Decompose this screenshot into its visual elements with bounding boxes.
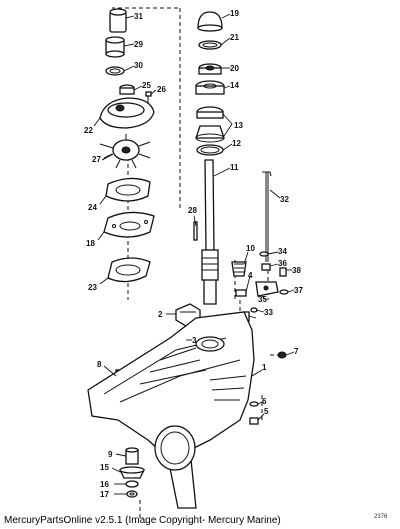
callout-4: 4 — [248, 271, 253, 280]
callout-27: 27 — [92, 155, 101, 164]
callout-24: 24 — [88, 203, 97, 212]
callout-labels: 31 29 30 25 26 22 27 24 18 23 19 21 20 1… — [84, 9, 303, 499]
part-37-bolt — [279, 289, 289, 295]
callout-25: 25 — [142, 81, 151, 90]
callout-8: 8 — [97, 360, 102, 369]
part-1-gear-housing — [87, 311, 255, 509]
callout-29: 29 — [134, 40, 143, 49]
callout-9: 9 — [108, 450, 113, 459]
part-36-nut — [261, 263, 271, 271]
copyright-footer: MercuryPartsOnline v2.5.1 (Image Copyrig… — [4, 515, 281, 526]
callout-35: 35 — [258, 295, 267, 304]
callout-10: 10 — [246, 244, 255, 253]
part-31-sleeve — [109, 8, 127, 33]
part-30-oring — [105, 66, 125, 76]
part-12-shim — [196, 144, 224, 156]
part-27-impeller — [99, 134, 151, 169]
part-23-gasket — [107, 257, 151, 283]
part-5-screw — [249, 417, 259, 425]
part-17-nut — [126, 490, 138, 498]
part-29-bushing — [105, 36, 125, 58]
part-20-bearing — [198, 63, 222, 75]
callout-19: 19 — [230, 9, 239, 18]
callout-31: 31 — [134, 12, 143, 21]
part-22-water-pump-body — [99, 97, 155, 129]
callout-7: 7 — [294, 347, 299, 356]
callout-11: 11 — [230, 163, 239, 172]
callout-20: 20 — [230, 64, 239, 73]
part-15-cap — [118, 466, 146, 479]
part-38-screw — [279, 267, 287, 277]
callout-1: 1 — [262, 363, 267, 372]
callout-21: 21 — [230, 33, 239, 42]
part-14-seal — [195, 80, 225, 95]
callout-5: 5 — [264, 407, 269, 416]
callout-33: 33 — [264, 308, 273, 317]
part-21-ring — [198, 40, 222, 50]
callout-36: 36 — [278, 259, 287, 268]
part-6-washer — [249, 401, 259, 407]
part-10-pinion-gear — [231, 261, 247, 277]
callout-34: 34 — [278, 247, 287, 256]
callout-16: 16 — [100, 480, 109, 489]
callout-37: 37 — [294, 286, 303, 295]
callout-26: 26 — [157, 85, 166, 94]
part-19-cap — [197, 11, 223, 32]
callout-14: 14 — [230, 81, 239, 90]
callout-13: 13 — [234, 121, 243, 130]
part-32-shift-rod — [262, 171, 272, 262]
callout-23: 23 — [88, 283, 97, 292]
callout-15: 15 — [100, 463, 109, 472]
leader-lines — [93, 13, 295, 495]
part-11-drive-shaft — [201, 159, 219, 305]
part-7-plug — [277, 351, 287, 359]
part-35-cam — [255, 281, 279, 297]
callout-2: 2 — [158, 310, 163, 319]
part-13-bearing-set — [195, 106, 225, 143]
callout-30: 30 — [134, 61, 143, 70]
callout-38: 38 — [292, 266, 301, 275]
callout-28: 28 — [188, 206, 197, 215]
callout-17: 17 — [100, 490, 109, 499]
callout-22: 22 — [84, 126, 93, 135]
callout-6: 6 — [262, 397, 267, 406]
callout-12: 12 — [232, 139, 241, 148]
callout-3: 3 — [192, 336, 197, 345]
part-34-washer — [259, 251, 269, 257]
part-9-bushing — [125, 447, 139, 465]
callout-32: 32 — [280, 195, 289, 204]
part-25-seal — [119, 84, 135, 95]
part-4-nut — [235, 289, 247, 297]
part-24-gasket — [105, 177, 151, 202]
callout-18: 18 — [86, 239, 95, 248]
drawing-number: 2376 — [374, 514, 388, 520]
part-18-face-plate — [103, 211, 155, 238]
part-16-washer — [125, 480, 139, 488]
